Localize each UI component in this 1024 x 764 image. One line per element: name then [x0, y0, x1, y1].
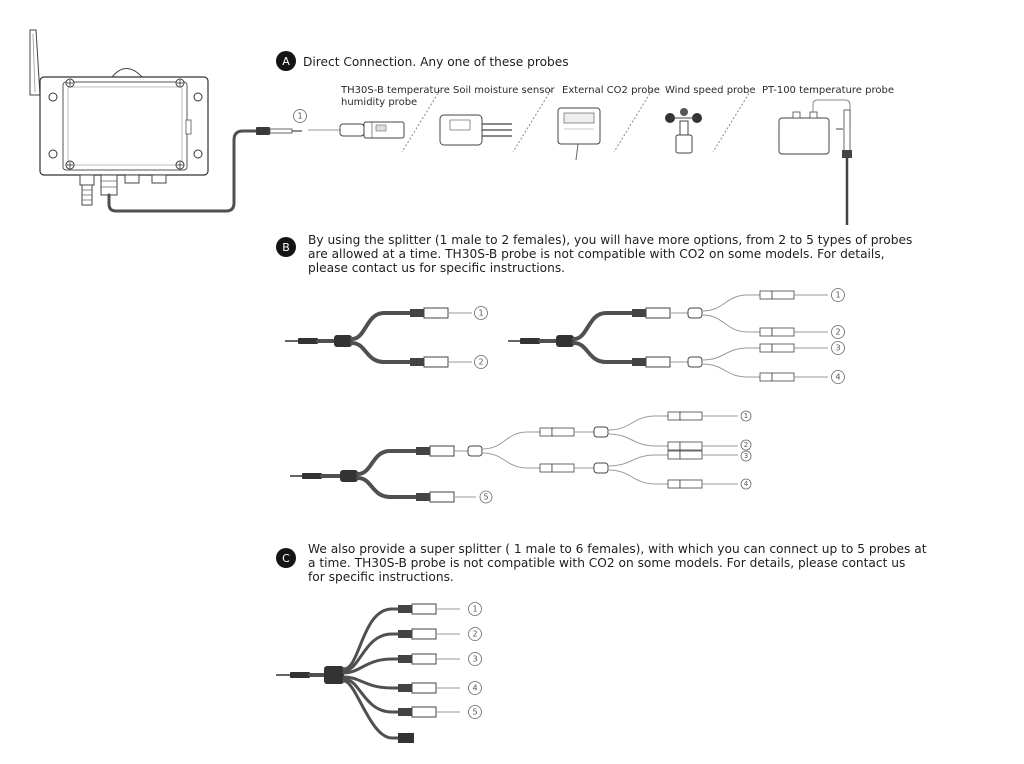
splitter3-number-3: 3 — [744, 452, 748, 460]
section-b-badge-label: B — [282, 241, 290, 254]
section-c-badge — [276, 548, 296, 568]
super-splitter-number-3: 3 — [472, 655, 477, 664]
logger-device — [29, 29, 302, 213]
splitter2-number-2: 2 — [835, 328, 840, 337]
section-c-text-line2: a time. TH30S-B probe is not compatible … — [308, 556, 905, 570]
super-splitter-number-4: 4 — [472, 684, 477, 693]
splitter3-number-2: 2 — [744, 441, 748, 449]
probe-label-co2: External CO2 probe — [562, 85, 660, 96]
probe-label-pt100: PT-100 temperature probe — [762, 85, 894, 96]
section-c-text-line1: We also provide a super splitter ( 1 mal… — [308, 542, 927, 556]
splitter-diagram-1: 1 2 — [285, 306, 488, 369]
super-splitter-number-2: 2 — [472, 630, 477, 639]
wind-probe-image — [665, 108, 702, 154]
section-a: A Direct Connection. Any one of these pr… — [276, 51, 894, 225]
co2-probe-image — [557, 107, 601, 161]
section-b-text-line3: please contact us for specific instructi… — [308, 261, 565, 275]
splitter1-number-2: 2 — [478, 358, 483, 367]
section-a-title: Direct Connection. Any one of these prob… — [303, 55, 569, 69]
probe-label-th30sb-line1: TH30S-B temperature — [340, 85, 450, 96]
splitter1-number-1: 1 — [478, 309, 483, 318]
pt100-probe-image — [778, 99, 852, 225]
probe-label-soil: Soil moisture sensor — [453, 85, 556, 96]
splitter2-number-3: 3 — [835, 344, 840, 353]
section-c-text-line3: for specific instructions. — [308, 570, 454, 584]
splitter3-number-4: 4 — [744, 480, 749, 488]
splitter2-number-4: 4 — [835, 373, 840, 382]
probe-label-wind: Wind speed probe — [665, 85, 756, 96]
probe-label-th30sb-line2: humidity probe — [341, 97, 417, 108]
splitter3-number-5: 5 — [483, 493, 488, 502]
section-c: C We also provide a super splitter ( 1 m… — [276, 542, 927, 743]
splitter-diagram-3: 5 — [290, 410, 752, 504]
section-b-badge — [276, 237, 296, 257]
section-a-badge-label: A — [282, 55, 290, 68]
th30sb-probe-image — [308, 121, 405, 139]
section-c-badge-label: C — [282, 552, 290, 565]
port-number: 1 — [297, 112, 302, 121]
splitter2-number-1: 1 — [835, 291, 840, 300]
super-splitter-diagram: 1 2 3 4 5 — [276, 602, 482, 743]
super-splitter-number-5: 5 — [472, 708, 477, 717]
section-b: B By using the splitter (1 male to 2 fem… — [276, 233, 912, 504]
probe-separators — [401, 89, 752, 153]
section-b-text-line1: By using the splitter (1 male to 2 femal… — [308, 233, 912, 247]
splitter3-number-1: 1 — [744, 412, 748, 420]
soil-sensor-image — [439, 114, 512, 146]
section-b-text-line2: are allowed at a time. TH30S-B probe is … — [308, 247, 885, 261]
splitter-diagram-2: 1 2 3 4 — [508, 288, 845, 384]
section-a-badge — [276, 51, 296, 71]
super-splitter-number-1: 1 — [472, 605, 477, 614]
